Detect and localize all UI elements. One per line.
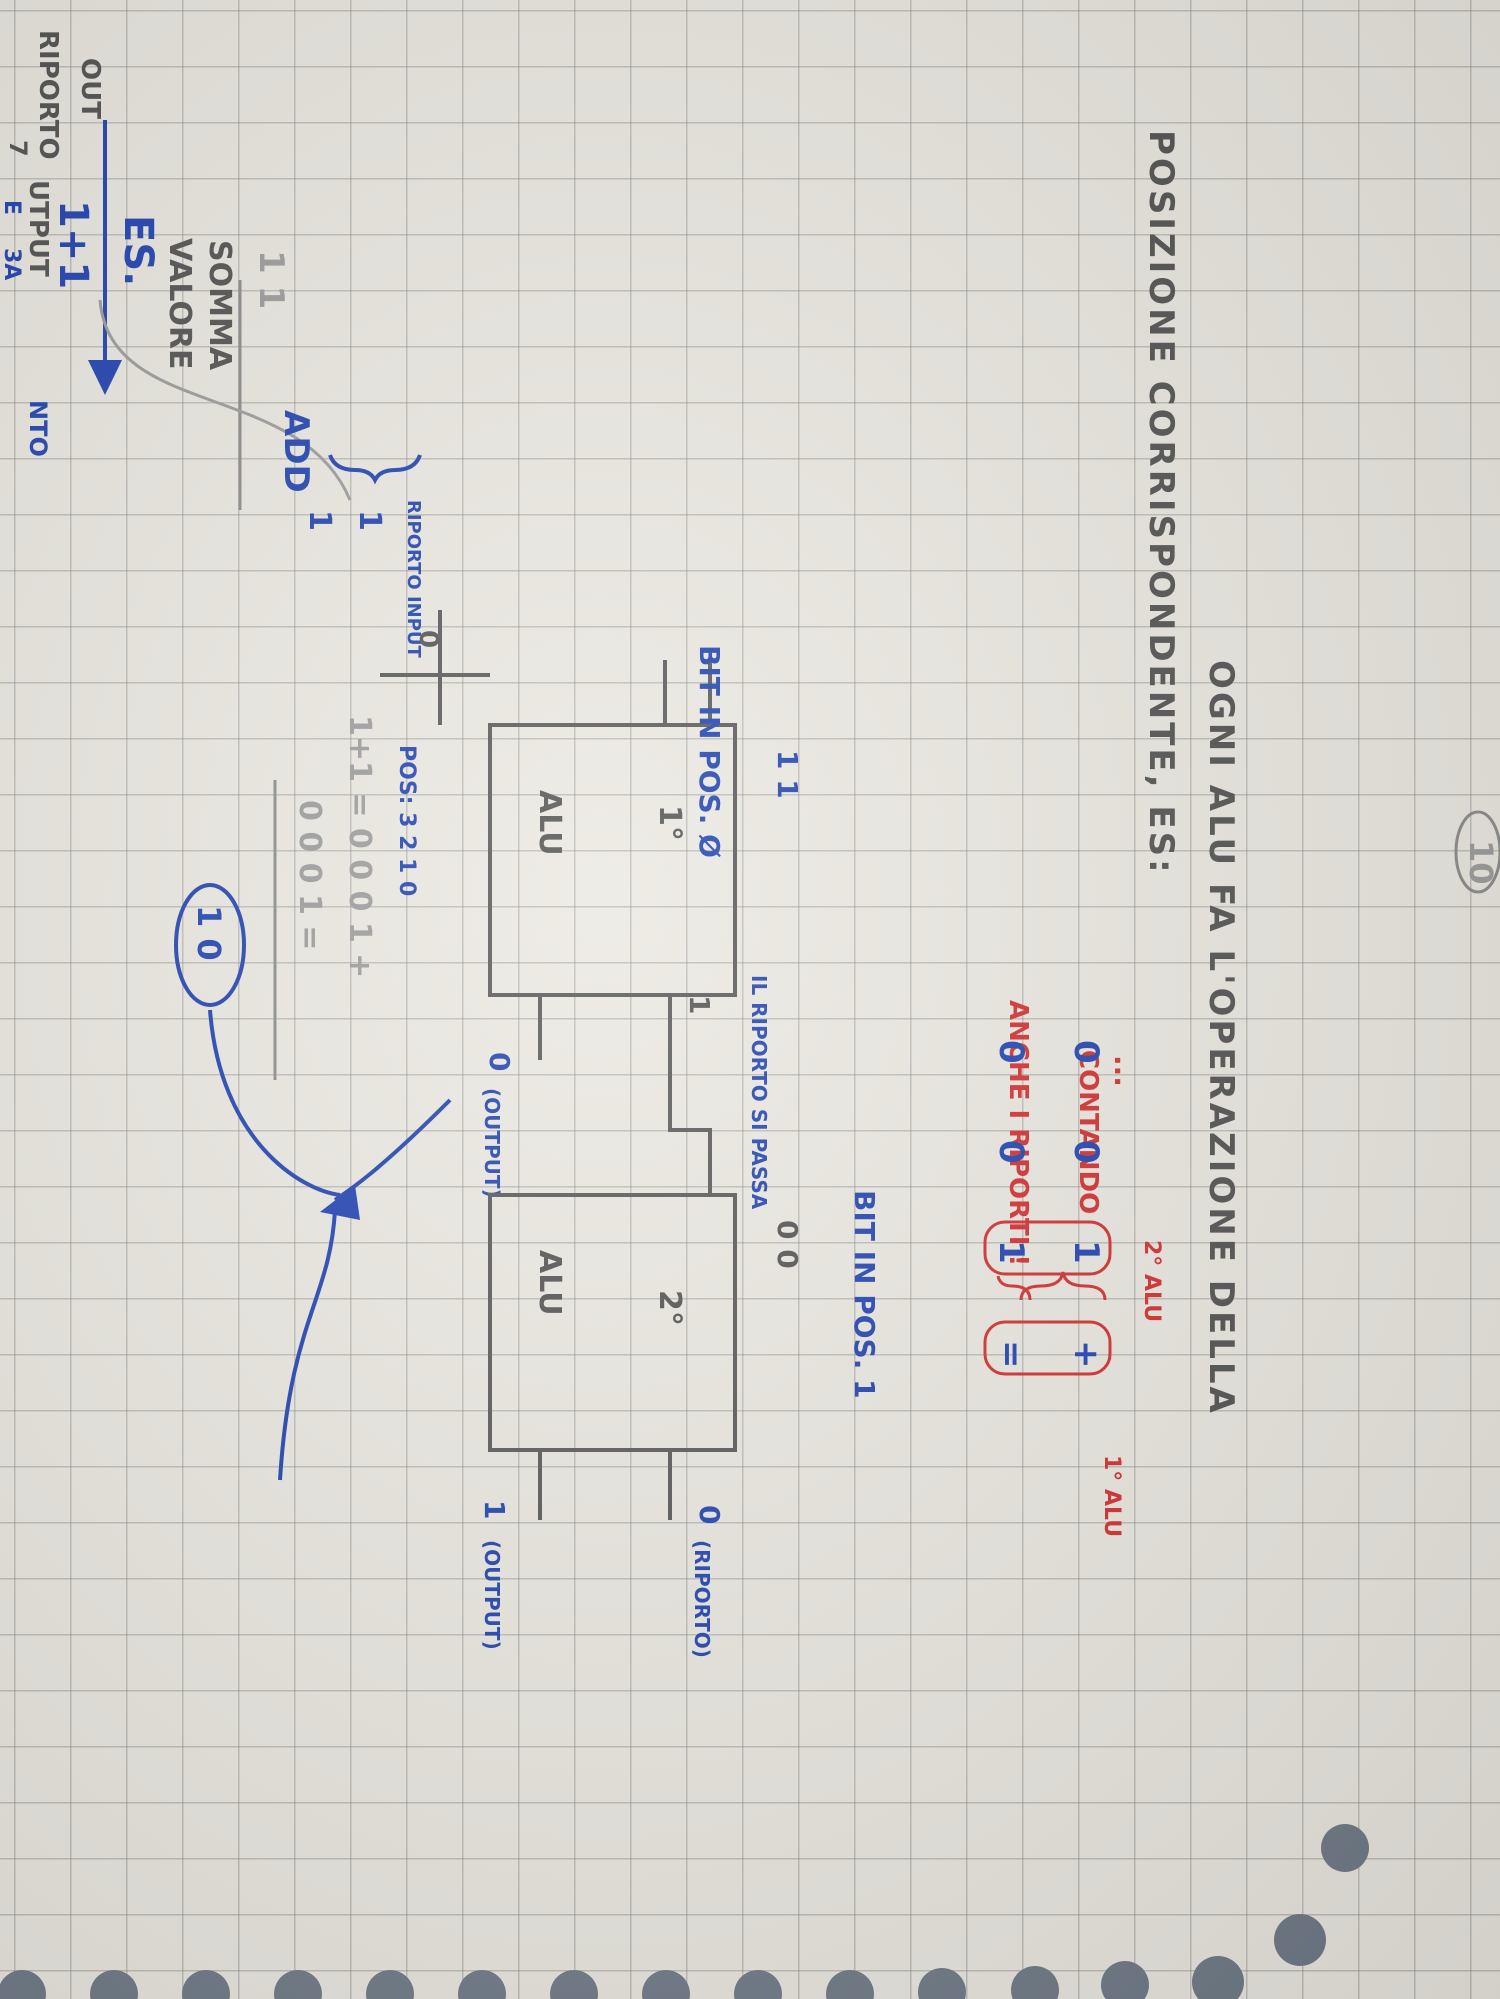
- alu-2-output-val: 1: [478, 1500, 511, 1519]
- margin-labels: RIPORTO OUT UTPUT NTO 7 E 3A: [0, 30, 105, 457]
- binding-hole: [1274, 1914, 1326, 1966]
- sum-row1: 1+1 = 0 0 0 1 +: [342, 715, 377, 978]
- binding-hole: [182, 1970, 230, 1999]
- es-label: ES.: [115, 215, 161, 286]
- binding-hole: [274, 1970, 322, 1999]
- heading-line1: OGNI ALU FA L'OPERAZIONE DELLA: [1201, 660, 1241, 1416]
- margin-utput: UTPUT: [23, 180, 53, 277]
- red-highlight-col2: [983, 1220, 1112, 1276]
- red-row2-cell: =: [991, 1340, 1031, 1369]
- alu-1-box: [488, 723, 737, 997]
- red-row2-cell: 1: [991, 1240, 1031, 1264]
- margin-riporto: RIPORTO: [33, 30, 63, 160]
- page-number-text: 10: [1462, 840, 1500, 885]
- valore-label: VALORE: [162, 238, 197, 370]
- expr-faded: 1 1: [251, 250, 291, 309]
- binding-hole: [366, 1970, 414, 1999]
- alu-2-label: ALU: [532, 1250, 567, 1316]
- alu-1-note: IL RIPORTO SI PASSA: [747, 975, 771, 1210]
- binding-hole: [1011, 1966, 1059, 1999]
- alu-2-bits: 0 0: [771, 1220, 804, 1269]
- heading-line2: POSIZIONE CORRISPONDENTE, ES:: [1141, 130, 1181, 876]
- alu-2-carry-val: 0: [693, 1505, 726, 1524]
- red-row2: 0 0 1 =: [991, 1040, 1031, 1369]
- heading: OGNI ALU FA L'OPERAZIONE DELLA POSIZIONE…: [1141, 130, 1241, 1416]
- binding-hole: [550, 1970, 598, 1999]
- binding-hole: [826, 1970, 874, 1999]
- sum-row2: 0 0 0 1 =: [292, 800, 327, 950]
- riporto-input-zero: 0: [413, 630, 443, 648]
- binding-hole: [642, 1970, 690, 1999]
- alu-2-bit-label: BIT IN POS. 1: [848, 1190, 881, 1399]
- alu-1-output-val: 0: [483, 1052, 516, 1071]
- red-row1-cell: 0: [1066, 1040, 1106, 1064]
- margin-nto: NTO: [24, 400, 52, 457]
- red-alu1: 1° ALU: [1099, 1455, 1124, 1537]
- red-row2-cell: 0: [991, 1040, 1031, 1064]
- binding-hole: [90, 1970, 138, 1999]
- red-row1: 0 0 1 +: [1066, 1040, 1106, 1369]
- binding-hole: [1321, 1824, 1369, 1872]
- margin-out: OUT: [75, 58, 105, 119]
- alu-2-box: [488, 1193, 737, 1452]
- margin-3a: 3A: [0, 248, 24, 280]
- alu-1-output-label: (OUTPUT): [480, 1088, 504, 1198]
- alu-1-bit-label: BIT IN POS. Ø: [693, 645, 726, 858]
- margin-e: E: [0, 200, 24, 215]
- rotated-content: RIPORTO OUT UTPUT NTO 7 E 3A OGNI ALU FA…: [0, 30, 1241, 1658]
- binding-hole: [1192, 1956, 1244, 1999]
- add-bit-a: 1: [302, 510, 337, 531]
- binding-hole: [458, 1970, 506, 1999]
- red-alu2: 2° ALU: [1139, 1240, 1164, 1322]
- alu-1-index: 1°: [652, 805, 687, 841]
- red-row1-cell: 0: [1066, 1140, 1106, 1164]
- alu-1-carry-out: 1: [683, 995, 716, 1014]
- add-label: ADD: [276, 410, 316, 493]
- binding-hole: [0, 1970, 46, 1999]
- alu-1: ALU 1° BIT IN POS. Ø 1 1 1 0 (OUTPUT) IL…: [380, 610, 804, 1210]
- red-highlight-col1: [983, 1320, 1112, 1376]
- sum-pos-label: POS: 3 2 1 0: [394, 745, 419, 896]
- page-number: 10: [1454, 810, 1500, 894]
- sum-block: POS: 3 2 1 0 1+1 = 0 0 0 1 + 0 0 0 1 = 1…: [174, 715, 452, 1481]
- binding-hole: [918, 1968, 966, 1999]
- alu-1-bits: 1 1: [771, 750, 804, 799]
- spiral-binding: [0, 1824, 1369, 1999]
- somma-label: SOMMA: [202, 240, 237, 371]
- red-contando: CONTANDO: [1073, 1050, 1103, 1214]
- alu-1-label: ALU: [532, 790, 567, 856]
- alu-2-index: 2°: [652, 1290, 687, 1326]
- add-bit-b: 1: [352, 510, 387, 531]
- alu-2-carry-label: (RIPORTO): [690, 1540, 714, 1658]
- binding-hole: [734, 1970, 782, 1999]
- red-row1-cell: 1: [1066, 1240, 1106, 1264]
- red-row1-cell: +: [1066, 1340, 1106, 1369]
- binding-hole: [1101, 1961, 1149, 1999]
- example-left: ES. 1+1 VALORE SOMMA 1 1 ADD 1 1 RIPORTO…: [50, 120, 443, 659]
- alu-2-output-label: (OUTPUT): [480, 1540, 504, 1650]
- alu-2: ALU 2° BIT IN POS. 1 0 0 0 (RIPORTO) 1 (…: [478, 1060, 881, 1658]
- es-expr: 1+1: [50, 200, 96, 289]
- riporto-input: RIPORTO INPUT: [403, 500, 424, 659]
- sum-result: 1 0: [190, 905, 228, 961]
- red-row2-cell: 0: [991, 1140, 1031, 1164]
- margin-seven: 7: [4, 140, 32, 157]
- red-note: CONTANDO ANCHE I RIPORTI ! ... 0 0 1 + 0…: [983, 1000, 1164, 1537]
- red-dots: ...: [1108, 1055, 1141, 1087]
